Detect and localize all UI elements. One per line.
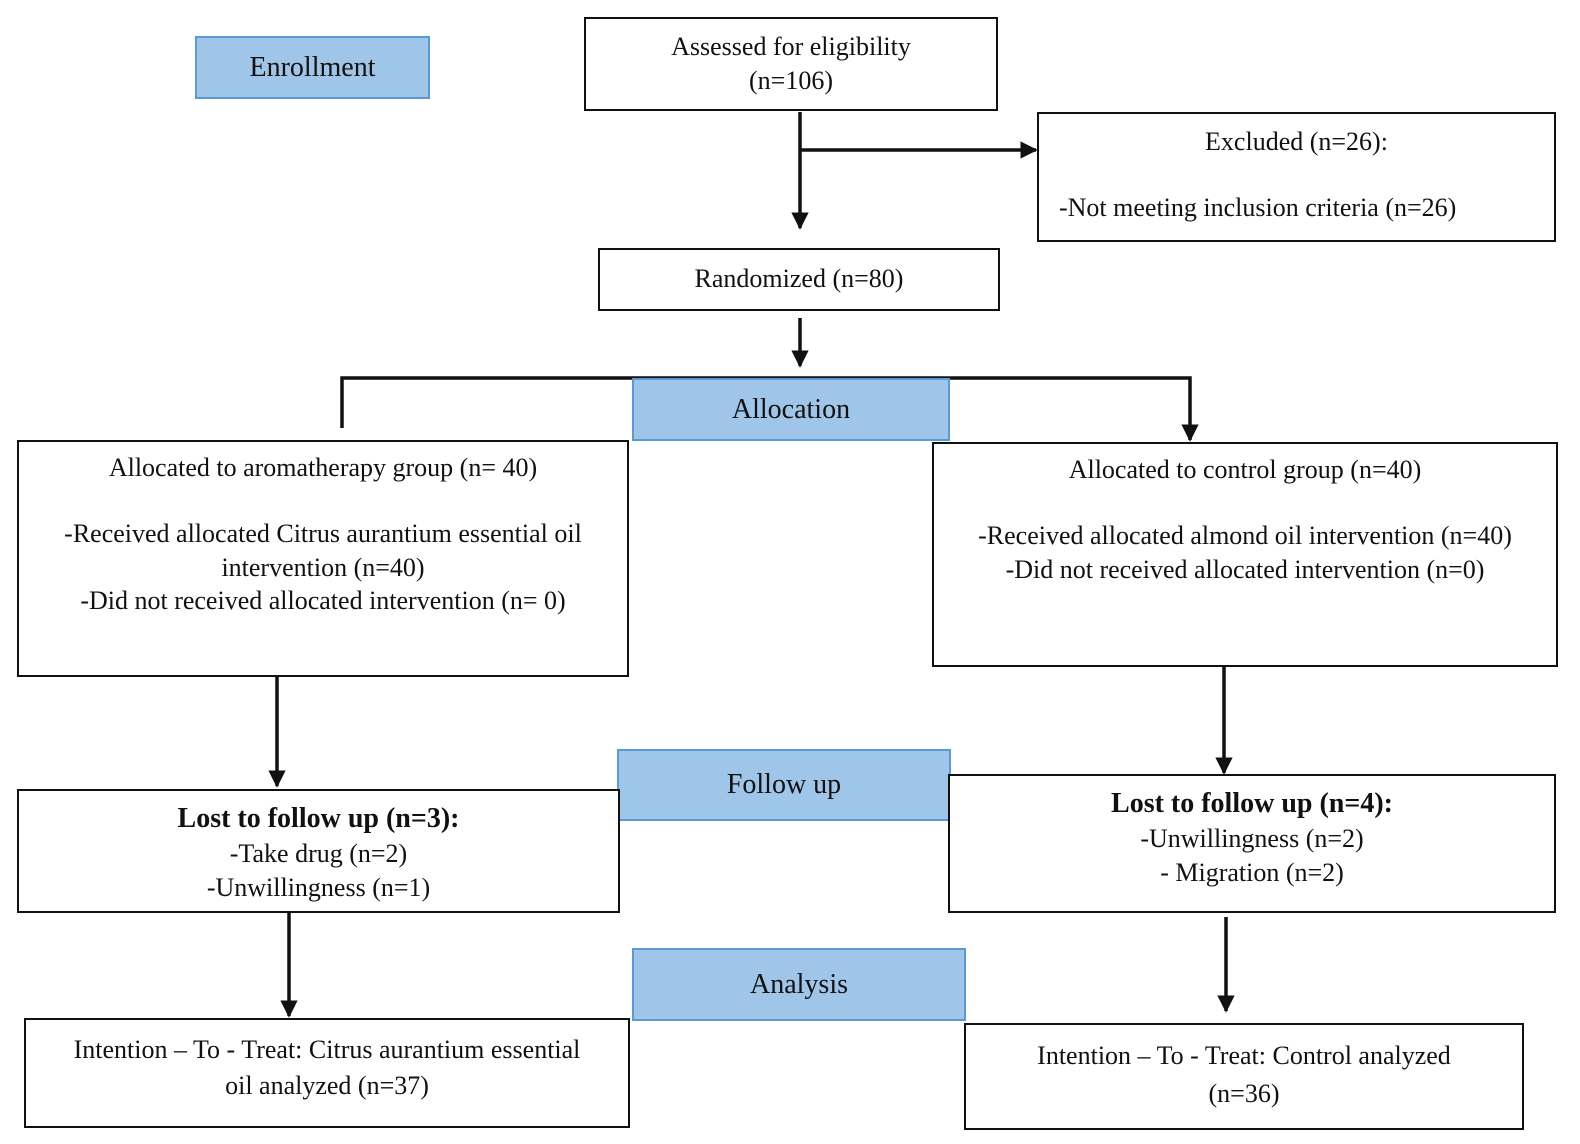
analysis-left-line1: Intention – To - Treat: Citrus aurantium… [73, 1035, 581, 1064]
lost-left-box: Lost to follow up (n=3): -Take drug (n=2… [17, 789, 620, 913]
excluded-box: Excluded (n=26): -Not meeting inclusion … [1037, 112, 1556, 242]
excluded-title: Excluded (n=26): [1205, 127, 1388, 156]
aromatherapy-line2: intervention (n=40) [221, 552, 425, 582]
stage-allocation: Allocation [632, 378, 950, 441]
control-group-box: Allocated to control group (n=40) -Recei… [932, 442, 1558, 667]
stage-analysis: Analysis [632, 948, 966, 1021]
stage-enrollment: Enrollment [195, 36, 430, 99]
aromatherapy-line1: -Received allocated Citrus aurantium ess… [64, 518, 582, 548]
control-title: Allocated to control group (n=40) [1068, 455, 1422, 484]
lost-right-line1: -Unwillingness (n=2) [1140, 824, 1364, 854]
aromatherapy-title: Allocated to aromatherapy group (n= 40) [108, 453, 538, 482]
randomized-label: Randomized (n=80) [694, 264, 904, 293]
control-line2: -Did not received allocated intervention… [1005, 554, 1485, 584]
lost-left-line2: -Unwillingness (n=1) [206, 873, 431, 903]
stage-follow-up-label: Follow up [726, 769, 842, 800]
assessed-box: Assessed for eligibility (n=106) [584, 17, 998, 111]
analysis-left-box: Intention – To - Treat: Citrus aurantium… [24, 1018, 630, 1128]
stage-analysis-label: Analysis [750, 968, 848, 1000]
aromatherapy-group-box: Allocated to aromatherapy group (n= 40) … [17, 440, 629, 677]
assessed-line2: (n=106) [749, 65, 833, 95]
assessed-line1: Assessed for eligibility [671, 32, 911, 61]
analysis-right-line1: Intention – To - Treat: Control analyzed [1037, 1041, 1451, 1070]
lost-right-box: Lost to follow up (n=4): -Unwillingness … [948, 774, 1556, 913]
lost-right-line2: - Migration (n=2) [1160, 858, 1344, 888]
stage-allocation-label: Allocation [731, 393, 851, 425]
control-line1: -Received allocated almond oil intervent… [978, 520, 1512, 550]
stage-follow-up: Follow up [617, 749, 951, 821]
randomized-box: Randomized (n=80) [598, 248, 1000, 311]
analysis-right-box: Intention – To - Treat: Control analyzed… [964, 1023, 1524, 1130]
lost-right-title: Lost to follow up (n=4): [1111, 788, 1393, 819]
aromatherapy-line3: -Did not received allocated intervention… [80, 586, 566, 616]
lost-left-title: Lost to follow up (n=3): [177, 803, 460, 834]
stage-enrollment-label: Enrollment [249, 51, 376, 83]
lost-left-line1: -Take drug (n=2) [229, 839, 408, 869]
excluded-reason: -Not meeting inclusion criteria (n=26) [1059, 192, 1457, 222]
analysis-right-line2: (n=36) [1208, 1078, 1280, 1108]
analysis-left-line2: oil analyzed (n=37) [225, 1071, 429, 1101]
